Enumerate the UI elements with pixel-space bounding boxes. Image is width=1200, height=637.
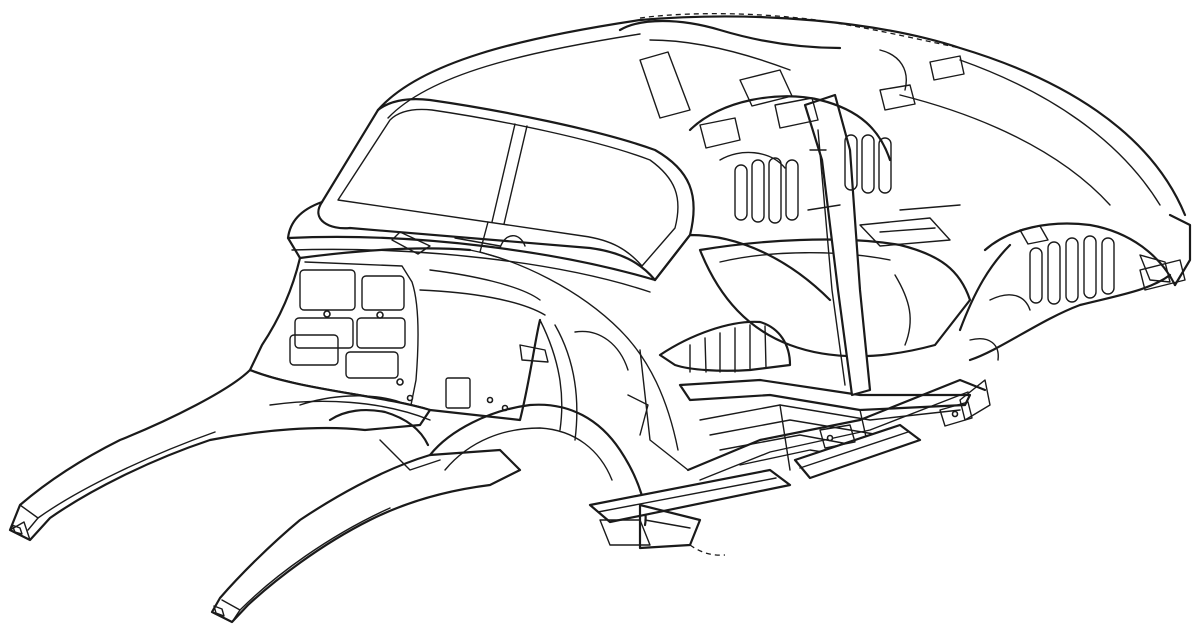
rear-inner-panel [688, 95, 892, 224]
rear-window-opening [618, 19, 965, 149]
b-pillar [803, 93, 872, 397]
cowl-and-a-pillar [286, 200, 657, 293]
left-front-frame-rail [8, 368, 432, 542]
right-front-frame-rail [210, 448, 522, 624]
right-wheelhouse [428, 319, 647, 527]
right-sill [599, 378, 987, 556]
left-wheelhouse [269, 395, 441, 471]
mounting-brackets [819, 259, 1186, 449]
door-opening-frame [469, 221, 832, 471]
rear-wheel-arch [958, 213, 1192, 362]
rear-floor [698, 204, 972, 358]
windshield-frame [317, 98, 695, 282]
roof-panel [376, 13, 1187, 217]
transmission-tunnel [658, 320, 792, 373]
